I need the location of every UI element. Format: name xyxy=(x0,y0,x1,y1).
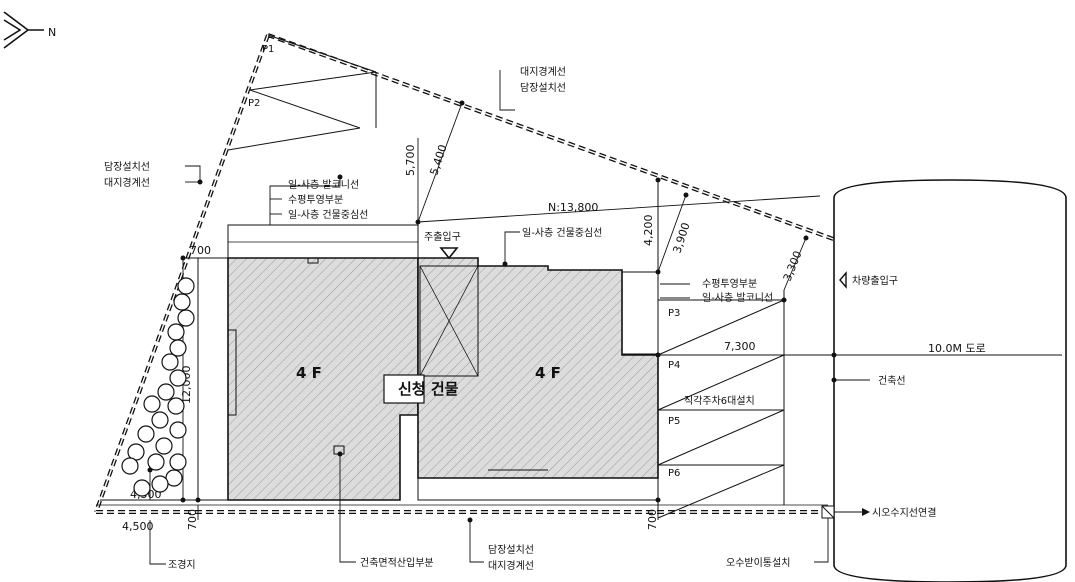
tree-icon xyxy=(169,339,187,357)
boundary-top-label-2: 담장설치선 xyxy=(520,82,566,94)
tree-icon xyxy=(121,457,139,475)
leader-lines xyxy=(149,70,870,565)
dim-5700: 5,700 xyxy=(404,145,417,177)
main-entrance-label: 주출입구 xyxy=(424,230,461,243)
parking-slot-p6: P6 xyxy=(668,468,680,479)
right-projection-label: 수평투영부분 xyxy=(702,278,757,290)
dim-700-bottom-right: 700 xyxy=(646,509,659,530)
tree-icon xyxy=(157,383,175,401)
boundary-bottom-label-1: 담장설치선 xyxy=(488,544,534,556)
landscape-trees xyxy=(121,277,195,497)
septic-label: 오수받이통설치 xyxy=(726,557,790,569)
dim-3900: 3,900 xyxy=(670,221,692,255)
building-line-label: 건축선 xyxy=(878,375,906,387)
parking-slot-p2: P2 xyxy=(248,98,260,109)
vehicle-entrance-label: 차량출입구 xyxy=(852,274,898,287)
floor-label-left: 4 F xyxy=(296,364,322,382)
parking-slot-p3: P3 xyxy=(668,308,680,319)
dimension-lines xyxy=(100,102,1062,560)
dim-5400: 5,400 xyxy=(427,143,449,177)
boundary-top-label-1: 대지경계선 xyxy=(520,65,566,78)
parking-slot-p4: P4 xyxy=(668,360,680,371)
right-balcony-label: 일-사층 발코니선 xyxy=(702,292,773,304)
sewer-connection-label: 시오수지선연결 xyxy=(872,507,936,519)
north-letter: N xyxy=(48,26,56,39)
parking-note: 직각주차6대설치 xyxy=(684,395,755,407)
dim-700-top: 700 xyxy=(190,244,211,257)
tree-icon xyxy=(169,421,187,439)
boundary-bottom-label-2: 대지경계선 xyxy=(488,559,534,572)
area-calc-label: 건축면적산입부분 xyxy=(360,556,434,569)
tree-icon xyxy=(161,353,179,371)
tree-icon xyxy=(173,293,191,311)
site-boundary xyxy=(94,33,837,514)
north-arrow-icon: N xyxy=(3,11,56,49)
tree-icon xyxy=(169,369,187,387)
right-center-line-label: 일-사층 건물중심선 xyxy=(522,227,602,239)
tree-icon xyxy=(143,395,161,413)
dimension-dots xyxy=(147,100,837,523)
left-projection-label: 수평투영부분 xyxy=(288,194,343,206)
road-name: 10.0M 도로 xyxy=(928,342,986,355)
dim-7300: 7,300 xyxy=(724,340,756,353)
tree-icon xyxy=(133,479,151,497)
parking-slot-p5: P5 xyxy=(668,416,680,427)
vehicle-entrance-arrow-icon xyxy=(839,271,847,289)
parking-slot-p1: P1 xyxy=(262,44,274,55)
tree-icon xyxy=(147,453,165,471)
tree-icon xyxy=(155,437,173,455)
dim-700-bottom-left: 700 xyxy=(186,509,199,530)
tree-icon xyxy=(177,277,195,295)
dim-4500-outer: 4,500 xyxy=(122,520,154,533)
tree-icon xyxy=(177,309,195,327)
left-center-line-label: 일-사층 건물중심선 xyxy=(288,209,368,221)
tree-icon xyxy=(167,323,185,341)
building-name: 신청 건물 xyxy=(398,380,459,398)
left-balcony-label: 일-사층 발코니선 xyxy=(288,179,359,191)
tree-icon xyxy=(169,453,187,471)
entrance-arrow-icon xyxy=(439,247,459,260)
dim-13800: N:13,800 xyxy=(548,201,598,214)
landscape-label: 조경지 xyxy=(168,558,196,571)
dim-3300: 3,300 xyxy=(781,249,805,283)
septic-cross xyxy=(821,505,835,519)
boundary-left-label-1: 담장설치선 xyxy=(104,161,150,173)
tree-icon xyxy=(151,411,169,429)
floor-label-right: 4 F xyxy=(535,364,561,382)
tree-icon xyxy=(151,475,169,493)
boundary-left-label-2: 대지경계선 xyxy=(104,176,150,189)
dim-4200: 4,200 xyxy=(642,215,655,247)
building-footprint xyxy=(197,224,659,501)
tree-icon xyxy=(167,397,185,415)
tree-icon xyxy=(137,425,155,443)
sewer-arrow-icon xyxy=(862,508,870,516)
road xyxy=(833,179,1067,582)
